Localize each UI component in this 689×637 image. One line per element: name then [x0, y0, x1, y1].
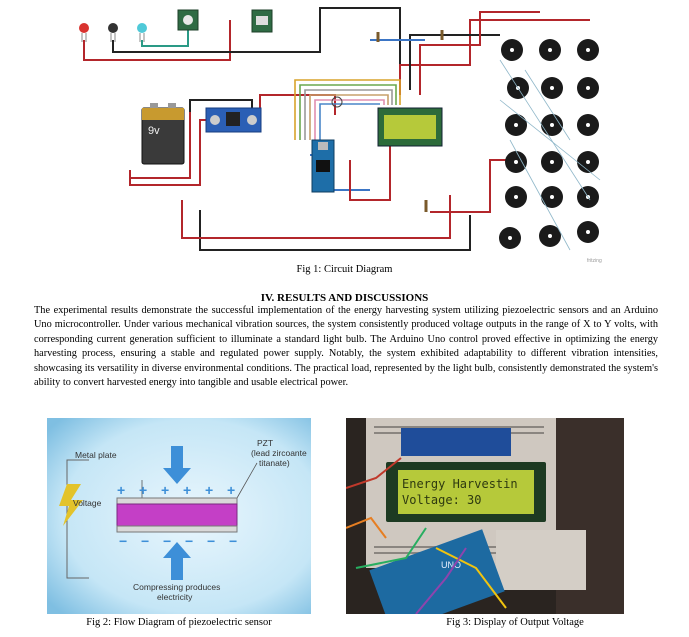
svg-text:−: −: [163, 533, 171, 549]
fritzing-watermark: fritzing: [587, 258, 602, 264]
output-voltage-photo: Energy Harvestin Voltage: 30 UNO: [346, 418, 624, 614]
lcd-line-1: Energy Harvestin: [402, 477, 518, 491]
i2c-backpack: [401, 428, 511, 456]
svg-text:+: +: [183, 482, 191, 498]
led-black: [108, 23, 118, 42]
svg-text:−: −: [185, 533, 193, 549]
arduino-nano: [311, 139, 335, 193]
circuit-diagram: 9v: [70, 0, 618, 265]
section-paragraph: The experimental results demonstrate the…: [34, 305, 658, 389]
voltage-regulator: [205, 107, 262, 133]
svg-text:+: +: [117, 482, 125, 498]
svg-text:+: +: [227, 482, 235, 498]
lcd-line-2: Voltage: 30: [402, 493, 481, 507]
voltage-bolt-icon: [59, 484, 83, 526]
led-cyan: [137, 23, 147, 42]
label-pzt-detail-2: titanate): [259, 458, 290, 468]
pzt-layer: [116, 503, 238, 527]
piezo-flow-diagram: ++++++ −−−−−− Metal plate PZT (lead zirc…: [47, 418, 311, 614]
figure1-caption: Fig 1: Circuit Diagram: [296, 264, 393, 275]
label-pzt-detail-1: (lead zircoante: [251, 448, 307, 458]
piezo-array: [499, 39, 601, 251]
battery-label: 9v: [148, 125, 160, 137]
svg-text:+: +: [139, 482, 147, 498]
label-compress-2: electricity: [157, 592, 193, 602]
lcd-screen: [398, 470, 534, 514]
label-voltage: Voltage: [73, 498, 102, 508]
figure2-caption: Fig 2: Flow Diagram of piezoelectric sen…: [86, 617, 272, 628]
lcd-module: [377, 107, 443, 147]
svg-text:−: −: [119, 533, 127, 549]
svg-text:+: +: [161, 482, 169, 498]
push-button-2: [251, 9, 273, 33]
label-pzt: PZT: [257, 438, 273, 448]
svg-text:−: −: [207, 533, 215, 549]
push-button-1: [177, 9, 199, 31]
led-red: [79, 23, 89, 42]
figure3-caption: Fig 3: Display of Output Voltage: [446, 617, 584, 628]
label-metal-plate: Metal plate: [75, 450, 117, 460]
arduino-uno-board: [369, 529, 505, 614]
battery-9v: 9v: [141, 103, 185, 165]
section-heading: IV. RESULTS AND DISCUSSIONS: [260, 292, 429, 304]
compress-arrow-top: [163, 446, 191, 484]
breadboard-small: [496, 530, 586, 590]
svg-text:−: −: [141, 533, 149, 549]
label-compress-1: Compressing produces: [133, 582, 220, 592]
svg-text:−: −: [229, 533, 237, 549]
compress-arrow-bottom: [163, 542, 191, 580]
board-label: UNO: [441, 560, 461, 570]
svg-text:+: +: [205, 482, 213, 498]
